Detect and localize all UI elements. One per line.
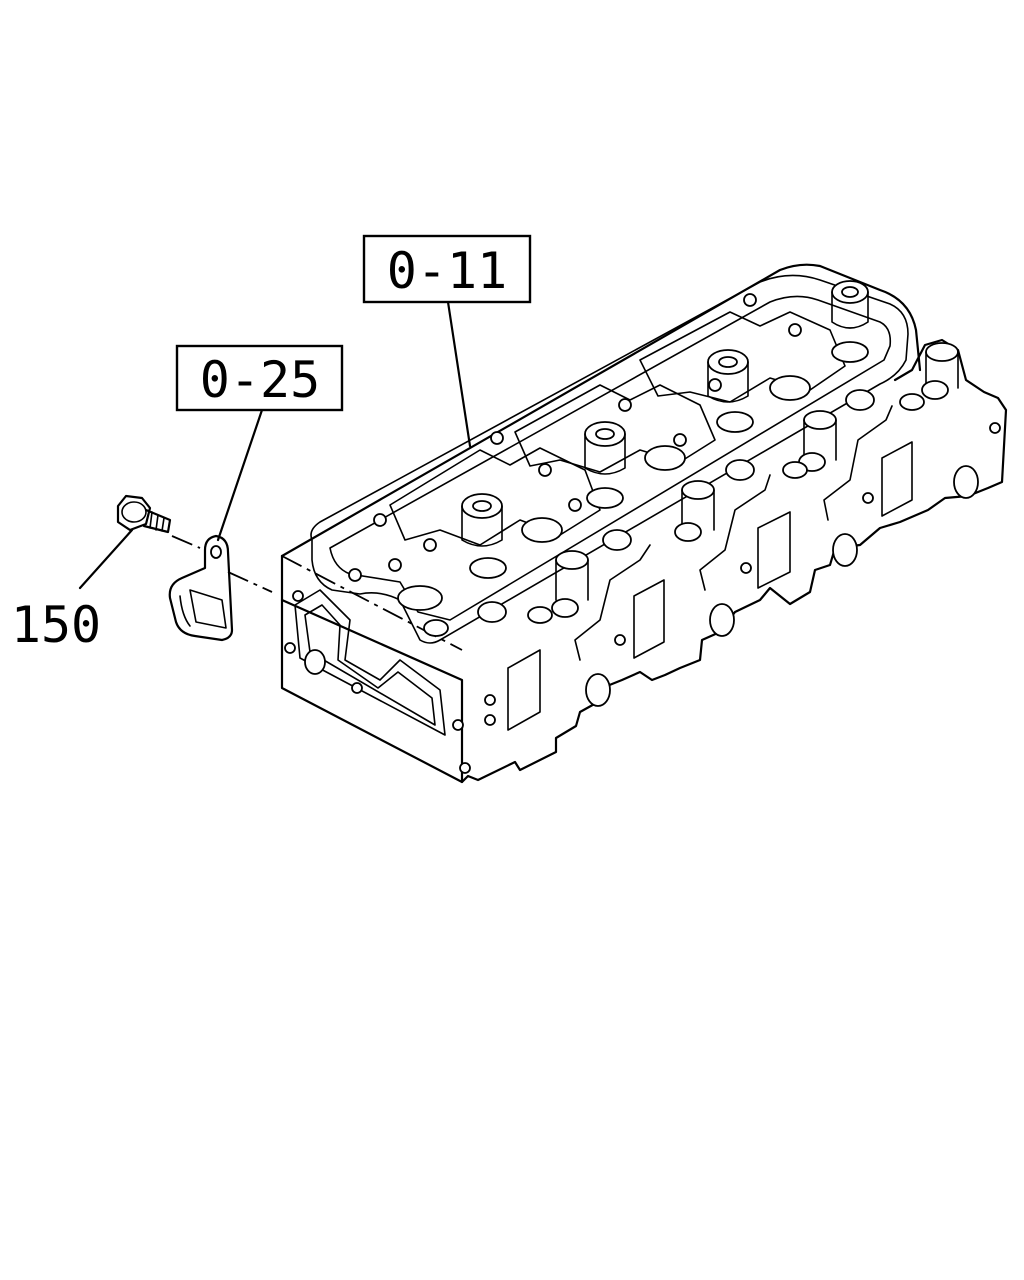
leader-hanger [216,408,264,542]
side-bosses [423,342,959,637]
leader-head [446,300,472,448]
leader-bolt [78,528,134,590]
front-face-details [284,589,471,774]
rim-bolt-holes [348,293,802,582]
callout-head-ref-text: 0-11 [387,242,507,300]
engine-hanger [168,534,234,642]
part-number-150: 150 [11,596,101,654]
assembly-line [171,535,273,593]
head-top-edge [280,263,922,558]
callout-hanger-ref: 0-25 [175,344,344,412]
callout-hanger-ref-text: 0-25 [200,351,320,409]
head-front-face [280,338,1008,784]
deck-bores [397,341,869,611]
injector-bosses [461,280,869,547]
side-ports [484,405,1001,731]
cylinder-head [280,263,1008,784]
gasket-outline [310,274,909,644]
bolt-150 [116,494,172,534]
callout-head-ref: 0-11 [362,234,532,304]
